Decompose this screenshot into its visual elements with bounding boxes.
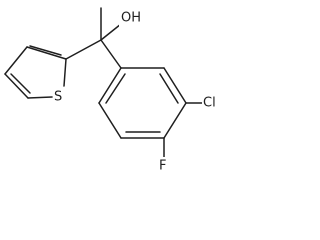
thiophene-bond-c5-s <box>27 96 53 99</box>
thiophene-bond-c3-c4 <box>4 46 28 75</box>
thiophene-double-bond-c4-c5 <box>10 73 31 94</box>
thiophene-double-bond-c2-c3 <box>29 45 62 56</box>
thiophene-bond-c4-c5 <box>4 73 29 99</box>
benzene-bond-c6-c1 <box>98 67 122 104</box>
molecule-canvas: OH S Cl F <box>4 7 224 175</box>
molecule-structure: OH S Cl F <box>4 7 224 175</box>
benzene-double-bond-c2-c3 <box>159 73 179 104</box>
benzene-double-bond-c6-c1 <box>105 73 126 104</box>
fluorine-label: F <box>159 159 166 174</box>
bond-central-thiophene <box>65 39 102 60</box>
bond-central-oh <box>100 23 122 41</box>
sulfur-label: S <box>54 90 62 105</box>
chlorine-label-background <box>202 94 224 112</box>
thiophene-bond-s-c2 <box>63 58 67 87</box>
fluorine-label-background <box>157 157 171 175</box>
thiophene-bond-c2-c3 <box>26 46 67 60</box>
benzene-bond-c5-c6 <box>98 102 122 139</box>
chlorine-label: Cl <box>203 96 216 111</box>
sulfur-label-background <box>53 88 66 106</box>
hydroxyl-label-background <box>119 9 143 27</box>
benzene-bond-c3-c4 <box>163 102 187 139</box>
hydroxyl-label: OH <box>121 11 141 26</box>
bond-central-benzene <box>100 39 122 69</box>
benzene-bond-c2-c3 <box>163 67 187 104</box>
